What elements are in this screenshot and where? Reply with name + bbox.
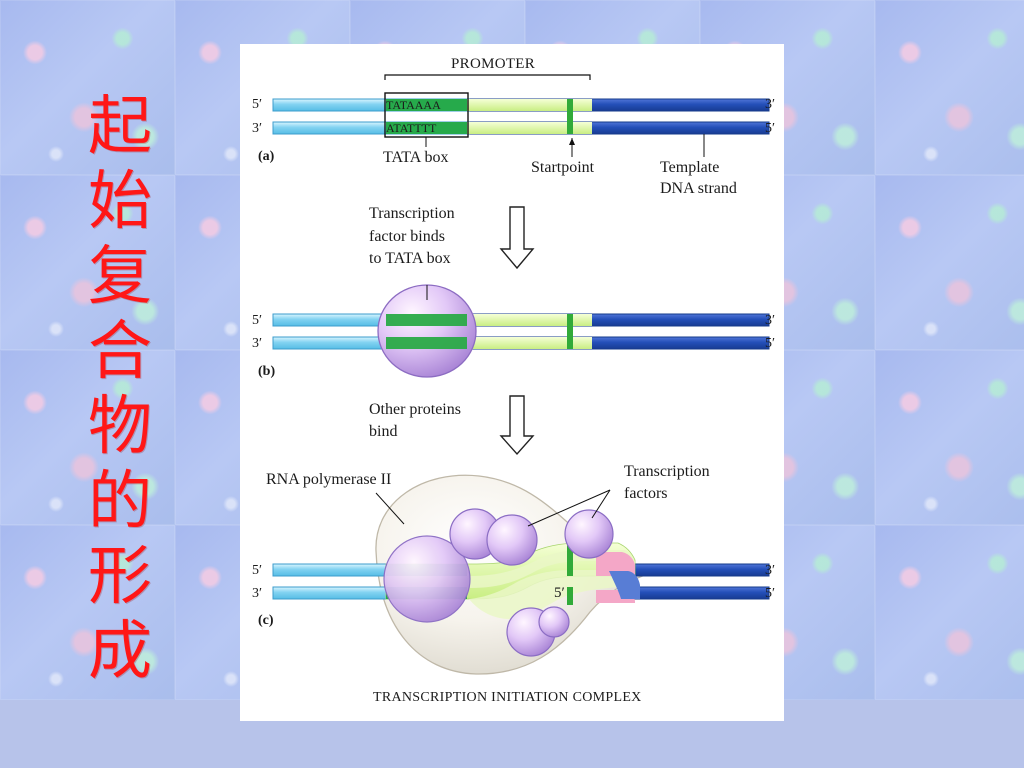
panel-b-bottom-right-end-label: 5′ bbox=[765, 336, 775, 351]
panel-a-bottom-right-end-label: 5′ bbox=[765, 121, 775, 136]
transcription-factors-line-2: factors bbox=[624, 485, 668, 502]
panel-c-startpoint-band-top bbox=[567, 543, 573, 576]
background-tile bbox=[875, 525, 1024, 700]
panel-c-bottom-right-dark bbox=[634, 586, 770, 600]
rna-polymerase-label: RNA polymerase II bbox=[266, 471, 391, 488]
tata-bottom-sequence: ATATTTT bbox=[386, 121, 437, 135]
other-proteins-line-2: bind bbox=[369, 423, 397, 440]
tata-top-sequence: TATAAAA bbox=[386, 98, 441, 112]
tf-binds-line-1: Transcription bbox=[369, 205, 455, 222]
background-tile bbox=[0, 175, 175, 350]
transcription-diagram: PROMOTER TATAAAA ATATTTT 5′ 3′ 3′ 5′ (a)… bbox=[240, 44, 784, 721]
panel-c-top-right-dark bbox=[634, 563, 770, 577]
panel-b-bottom-left-end-label: 3′ bbox=[252, 336, 262, 351]
panel-a-bottom-left-end-label: 3′ bbox=[252, 121, 262, 136]
small-factor-2 bbox=[486, 514, 538, 566]
diagram-svg: PROMOTER TATAAAA ATATTTT 5′ 3′ 3′ 5′ (a)… bbox=[252, 56, 775, 705]
background-tile bbox=[875, 175, 1024, 350]
tf-binds-line-2: factor binds bbox=[369, 228, 445, 245]
background-tile bbox=[0, 525, 175, 700]
down-arrow-1 bbox=[499, 206, 535, 270]
rna-polymerase-pointer bbox=[375, 492, 405, 525]
panel-c-label: (c) bbox=[258, 613, 274, 628]
slide-title: 起 始 复 合 物 的 形 成 bbox=[88, 90, 154, 689]
rna-transcript-pink bbox=[596, 552, 635, 576]
panel-a-top-left-end-label: 5′ bbox=[252, 97, 262, 112]
background-tile bbox=[875, 0, 1024, 175]
background-tile bbox=[0, 0, 175, 175]
panel-c-bottom-right-end-label: 5′ bbox=[765, 586, 775, 601]
panel-b-label: (b) bbox=[258, 364, 275, 379]
panel-c-bottom-left-end-label: 3′ bbox=[252, 586, 262, 601]
tf-binds-line-3: to TATA box bbox=[369, 250, 451, 267]
template-opening-blue bbox=[609, 571, 640, 599]
tata-binding-factor bbox=[383, 535, 471, 623]
transcription-factor-pointer-2 bbox=[591, 489, 611, 519]
tata-top-box-fill bbox=[386, 99, 467, 111]
complex-label: TRANSCRIPTION INITIATION COMPLEX bbox=[373, 690, 642, 705]
panel-b-top-left-end-label: 5′ bbox=[252, 313, 262, 328]
background-tile bbox=[0, 350, 175, 525]
template-label-line-2: DNA strand bbox=[660, 180, 737, 197]
panel-b-tata-bottom bbox=[386, 337, 467, 349]
lower-factor-2 bbox=[538, 606, 570, 638]
startpoint-label: Startpoint bbox=[531, 159, 595, 176]
transcription-bubble-inner bbox=[469, 549, 635, 619]
panel-c-startpoint-band-bottom bbox=[567, 587, 573, 605]
other-proteins-line-1: Other proteins bbox=[369, 401, 461, 418]
background-tile bbox=[875, 350, 1024, 525]
panel-b-top-right-end-label: 3′ bbox=[765, 313, 775, 328]
panel-b-startpoint-band bbox=[567, 314, 573, 349]
startpoint-arrowhead bbox=[569, 138, 575, 145]
panel-b-tata-top bbox=[386, 314, 467, 326]
transcription-factor-pointer-1 bbox=[527, 489, 611, 527]
small-factor-3 bbox=[564, 509, 614, 559]
startpoint-green-band bbox=[567, 99, 573, 134]
rna-5-prime-label: 5′ bbox=[554, 585, 565, 601]
tata-bottom-box-fill bbox=[386, 122, 467, 134]
tata-box-label: TATA box bbox=[383, 149, 448, 166]
transcription-factors-line-1: Transcription bbox=[624, 463, 710, 480]
promoter-label: PROMOTER bbox=[451, 56, 535, 72]
panel-a-label: (a) bbox=[258, 149, 275, 164]
down-arrow-2 bbox=[499, 395, 535, 456]
promoter-bracket bbox=[384, 74, 591, 80]
panel-a-top-right-end-label: 3′ bbox=[765, 97, 775, 112]
panel-c-top-right-end-label: 3′ bbox=[765, 563, 775, 578]
template-label-line-1: Template bbox=[660, 159, 719, 176]
panel-c-top-left-end-label: 5′ bbox=[252, 563, 262, 578]
